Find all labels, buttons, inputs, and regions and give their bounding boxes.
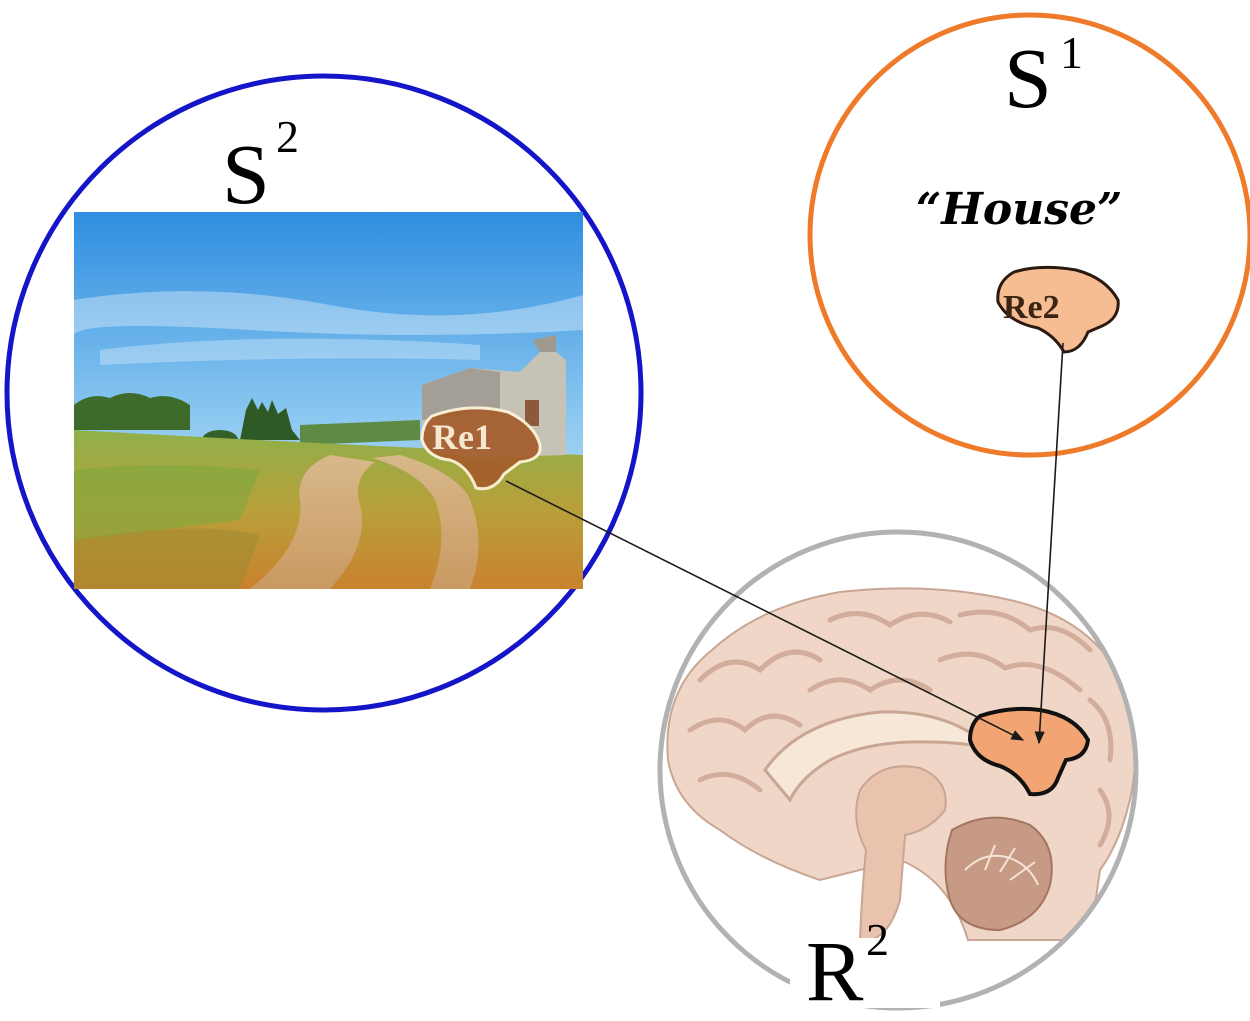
r2-superscript: 2 [866,914,889,965]
s2-node: S 2 Re1 [4,73,644,713]
brain-illustration [666,587,1134,941]
landscape-photo: Re1 [74,212,583,589]
re2-label: Re2 [1003,289,1060,326]
brain-target-region [967,706,1091,797]
arrow-re2-to-brain [1034,342,1064,745]
s1-symbol: S [1004,30,1052,126]
s2-symbol: S [222,126,270,222]
s2-superscript: 2 [276,111,299,162]
arrow-re1-to-brain [505,480,1025,741]
house-word: “House” [916,184,1122,235]
s1-node: S 1 “House” Re2 [807,12,1250,458]
s1-superscript: 1 [1060,27,1083,78]
r2-symbol: R [806,923,864,1019]
re2-region [996,265,1120,354]
s1-ring [807,12,1250,458]
re1-region [420,406,542,491]
s2-ring [4,73,644,713]
r2-node: R 2 [657,529,1139,1019]
re1-label: Re1 [432,417,492,457]
